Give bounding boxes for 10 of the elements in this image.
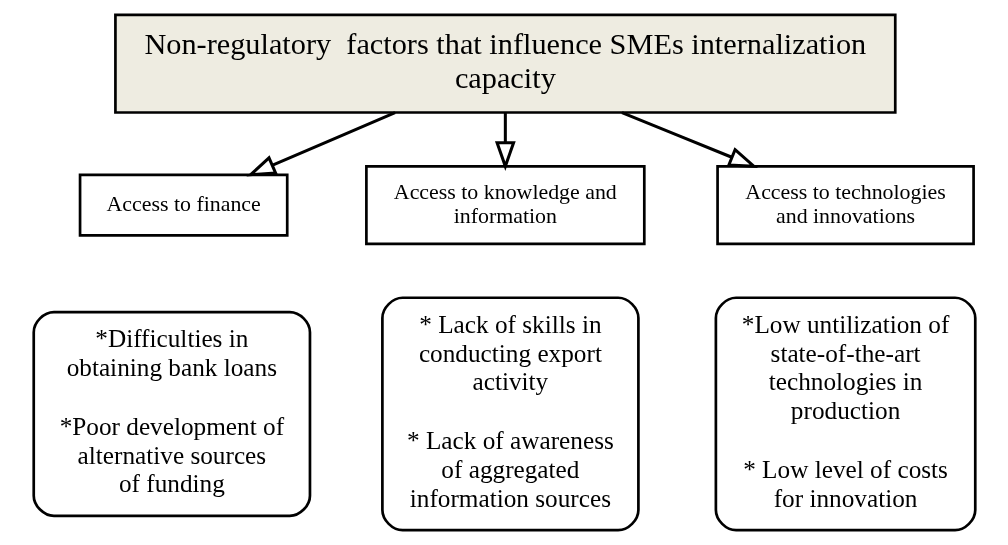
arrow — [620, 111, 758, 168]
node-box: Access to finance — [78, 173, 289, 237]
node-box: *Low untilization of state-of-the-art technologies in production * Low level of costs for innovation — [714, 296, 977, 532]
arrow — [245, 111, 396, 177]
node-box: * Lack of skills in conducting export activity * Lack of awareness of aggregated information sources — [380, 296, 640, 532]
node-box: Non-regulatory factors that influence SMEs internalization capacity — [113, 13, 897, 114]
node-box: *Difficulties in obtaining bank loans *Poor development of alternative sources of funding — [31, 310, 311, 518]
node-box: Access to technologies and innovations — [715, 165, 975, 246]
node-box: Access to knowledge and information — [364, 165, 646, 246]
arrow — [494, 112, 516, 171]
